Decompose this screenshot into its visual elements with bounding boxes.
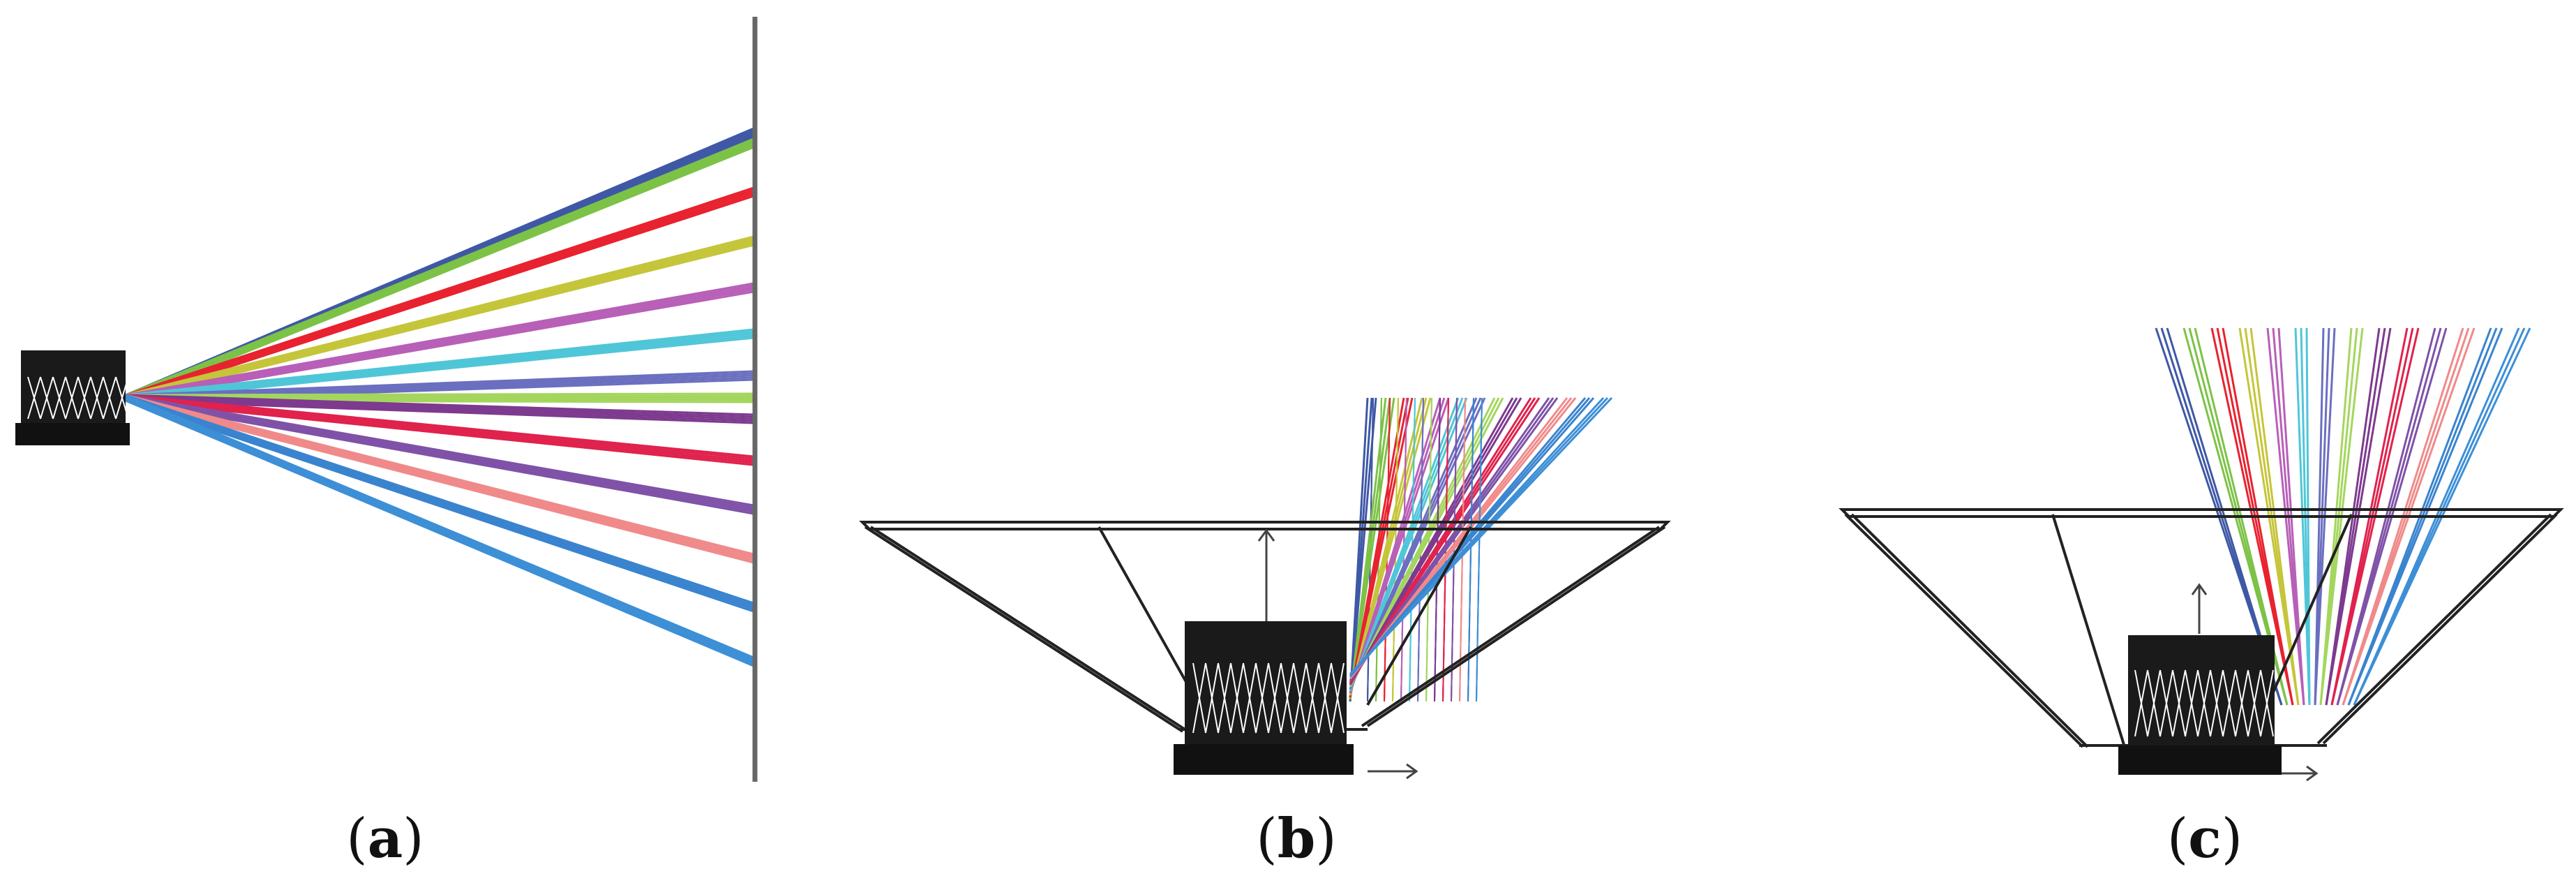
ray	[125, 284, 754, 398]
ray	[125, 396, 754, 511]
ray	[125, 330, 754, 398]
ray	[125, 193, 754, 401]
ray	[125, 395, 754, 607]
panel-b	[859, 396, 1671, 780]
ray	[125, 394, 754, 556]
ray	[125, 399, 754, 564]
ray	[125, 395, 754, 509]
ray	[125, 140, 754, 398]
ray	[125, 395, 754, 558]
ray	[125, 395, 754, 661]
ray	[125, 398, 754, 562]
ray	[1349, 397, 1432, 696]
ray	[125, 288, 754, 401]
ray	[125, 144, 754, 401]
ray	[125, 396, 754, 560]
ray	[125, 290, 754, 402]
ray	[125, 396, 754, 663]
optical-axis-arrows-b	[1257, 528, 1418, 780]
ray	[125, 191, 754, 399]
ray	[125, 396, 754, 462]
lens-assembly-c	[2118, 635, 2282, 775]
ray	[125, 392, 754, 396]
mirror-outline-b	[859, 521, 1671, 733]
ray	[125, 399, 754, 613]
ray	[125, 235, 754, 396]
ray	[125, 395, 754, 418]
ray	[125, 282, 754, 396]
ray	[1349, 397, 1414, 698]
ray	[125, 398, 754, 611]
ray	[125, 237, 754, 398]
panel-label-c: (c)	[2167, 807, 2242, 870]
ray	[125, 398, 754, 464]
ray	[125, 334, 754, 401]
panel-label-a: (a)	[346, 807, 424, 870]
ray	[125, 394, 754, 458]
ray-bundle-b	[1349, 396, 1613, 702]
ray	[125, 188, 754, 398]
ray	[125, 394, 754, 659]
ray	[125, 399, 754, 667]
ray	[125, 394, 754, 507]
ray	[125, 195, 754, 402]
panel-c	[1839, 327, 2564, 782]
ray	[125, 239, 754, 399]
ray	[125, 138, 754, 396]
ray	[1349, 397, 1395, 700]
ray	[125, 372, 754, 398]
ray	[125, 242, 754, 401]
ray	[125, 394, 754, 416]
ray	[125, 127, 754, 396]
ray	[125, 395, 754, 460]
lens-assembly-b	[1174, 621, 1354, 775]
ray	[1459, 397, 1466, 702]
ray	[125, 328, 754, 396]
ray	[125, 398, 754, 665]
ray	[125, 398, 754, 422]
ray	[125, 394, 754, 604]
ray	[1349, 396, 1613, 676]
ray	[125, 146, 754, 402]
ray	[125, 244, 754, 402]
ray	[125, 396, 754, 420]
panel-a	[15, 17, 758, 782]
ray	[125, 399, 754, 515]
ray	[125, 286, 754, 399]
ray	[125, 332, 754, 399]
ray-fan-a	[125, 127, 754, 667]
ray	[125, 399, 754, 466]
ray	[125, 396, 754, 609]
ray	[125, 142, 754, 399]
panel-label-b: (b)	[1256, 807, 1336, 870]
ray	[125, 370, 754, 396]
ray	[125, 186, 754, 396]
lens-assembly-a	[15, 350, 130, 445]
ray	[125, 398, 754, 513]
ray	[1467, 397, 1474, 702]
